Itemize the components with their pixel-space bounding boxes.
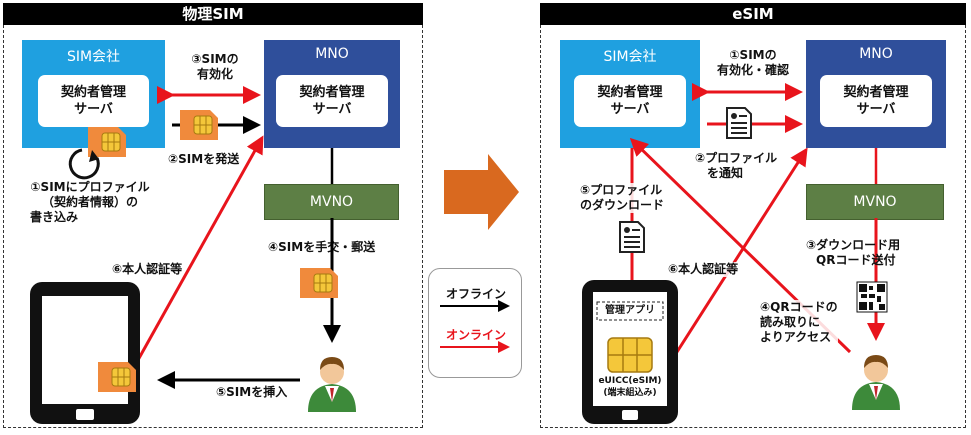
left-step1-label: ①SIMにプロファイル （契約者情報）の 書き込み <box>20 180 160 225</box>
right-mno-box: MNO 契約者管理 サーバ <box>806 40 946 148</box>
step3-line1: ③ダウンロード用 <box>806 238 901 252</box>
right-sim-company-title: SIM会社 <box>603 49 657 65</box>
right-step1-label: ①SIMの 有効化・確認 <box>705 48 801 78</box>
left-step2-label: ②SIMを発送 <box>168 152 240 166</box>
step4-line1: ④QRコードの <box>760 300 838 314</box>
server-label-line1: 契約者管理 <box>843 85 909 100</box>
left-step4-label: ④SIMを手交・郵送 <box>268 240 376 254</box>
left-sim-card-dispatch-icon <box>179 109 219 141</box>
step5-line1: ⑤プロファイル <box>580 183 663 197</box>
left-mno-title: MNO <box>315 46 349 62</box>
step2-line1: ②プロファイル <box>695 151 778 165</box>
step4-line2: 読み取りに <box>760 315 821 329</box>
right-phone-home-button <box>622 410 638 420</box>
legend-offline-label: オフライン <box>446 287 507 301</box>
step1-line1: ①SIMの <box>729 48 777 62</box>
right-notify-document-icon <box>726 107 752 139</box>
server-label-line2: サーバ <box>74 102 113 117</box>
right-mno-title: MNO <box>859 46 893 62</box>
esim-header: eSIM <box>540 3 966 25</box>
step3-line2: 有効化 <box>196 67 233 81</box>
write-cycle-icon <box>68 148 100 180</box>
right-sim-company-box: SIM会社 契約者管理 サーバ <box>560 40 700 148</box>
euicc-chip-icon <box>607 337 653 373</box>
server-label-line2: サーバ <box>610 102 650 117</box>
left-mno-server: 契約者管理 サーバ <box>276 75 388 127</box>
left-sim-card-handover-icon <box>299 267 339 299</box>
step1-line2: 有効化・確認 <box>716 63 789 77</box>
transition-arrow-shape <box>444 154 519 230</box>
server-label-line1: 契約者管理 <box>60 85 126 100</box>
right-mno-server: 契約者管理 サーバ <box>820 75 932 127</box>
qr-code-icon <box>856 281 888 313</box>
legend-online-label: オンライン <box>446 328 507 342</box>
right-step3-label: ③ダウンロード用 QRコード送付 <box>806 238 900 268</box>
server-label-line1: 契約者管理 <box>597 85 663 100</box>
euicc-label: eUICC(eSIM) (端末組込み) <box>590 375 670 399</box>
step5-line2: のダウンロード <box>580 198 665 212</box>
step4-line3: よりアクセス <box>760 330 832 344</box>
euicc-line2: (端末組込み) <box>603 388 657 398</box>
left-sim-company-server: 契約者管理 サーバ <box>38 75 149 127</box>
server-label-line2: サーバ <box>856 102 896 117</box>
left-phone-home-button <box>76 409 94 420</box>
step2-line2: を通知 <box>707 166 744 180</box>
step3-line2: QRコード送付 <box>816 253 896 267</box>
left-user-person-icon <box>308 357 356 412</box>
server-label-line2: サーバ <box>312 102 352 117</box>
legend-box <box>428 268 522 378</box>
euicc-line1: eUICC(eSIM) <box>598 376 662 386</box>
step1-line1: ①SIMにプロファイル <box>30 180 150 194</box>
right-step2-label: ②プロファイル を通知 <box>695 151 777 181</box>
step3-line1: ③SIMの <box>191 52 239 66</box>
right-download-document-icon <box>619 221 645 253</box>
right-step6-label: ⑥本人認証等 <box>668 262 739 277</box>
right-step5-label: ⑤プロファイル のダウンロード <box>580 183 665 213</box>
left-auth-arrow <box>136 135 264 361</box>
left-step5-label: ⑤SIMを挿入 <box>216 385 288 399</box>
right-user-person-icon <box>852 355 900 410</box>
left-step6-label: ⑥本人認証等 <box>112 262 183 276</box>
right-sim-company-server: 契約者管理 サーバ <box>574 75 686 127</box>
left-step3-label: ③SIMの 有効化 <box>175 52 255 82</box>
server-label-line1: 契約者管理 <box>299 85 365 100</box>
management-app-label: 管理アプリ <box>605 305 655 316</box>
step1-line3: 書き込み <box>30 210 79 224</box>
management-app-frame <box>596 301 664 321</box>
right-step4-label: ④QRコードの 読み取りに よりアクセス <box>760 300 838 345</box>
right-auth-arrow <box>666 147 808 367</box>
left-sim-company-title: SIM会社 <box>66 49 121 65</box>
left-sim-card-inserted-icon <box>97 361 137 393</box>
physical-sim-header: 物理SIM <box>3 3 423 25</box>
step1-line2: （契約者情報）の <box>41 195 138 209</box>
left-mno-box: MNO 契約者管理 サーバ <box>264 40 400 148</box>
